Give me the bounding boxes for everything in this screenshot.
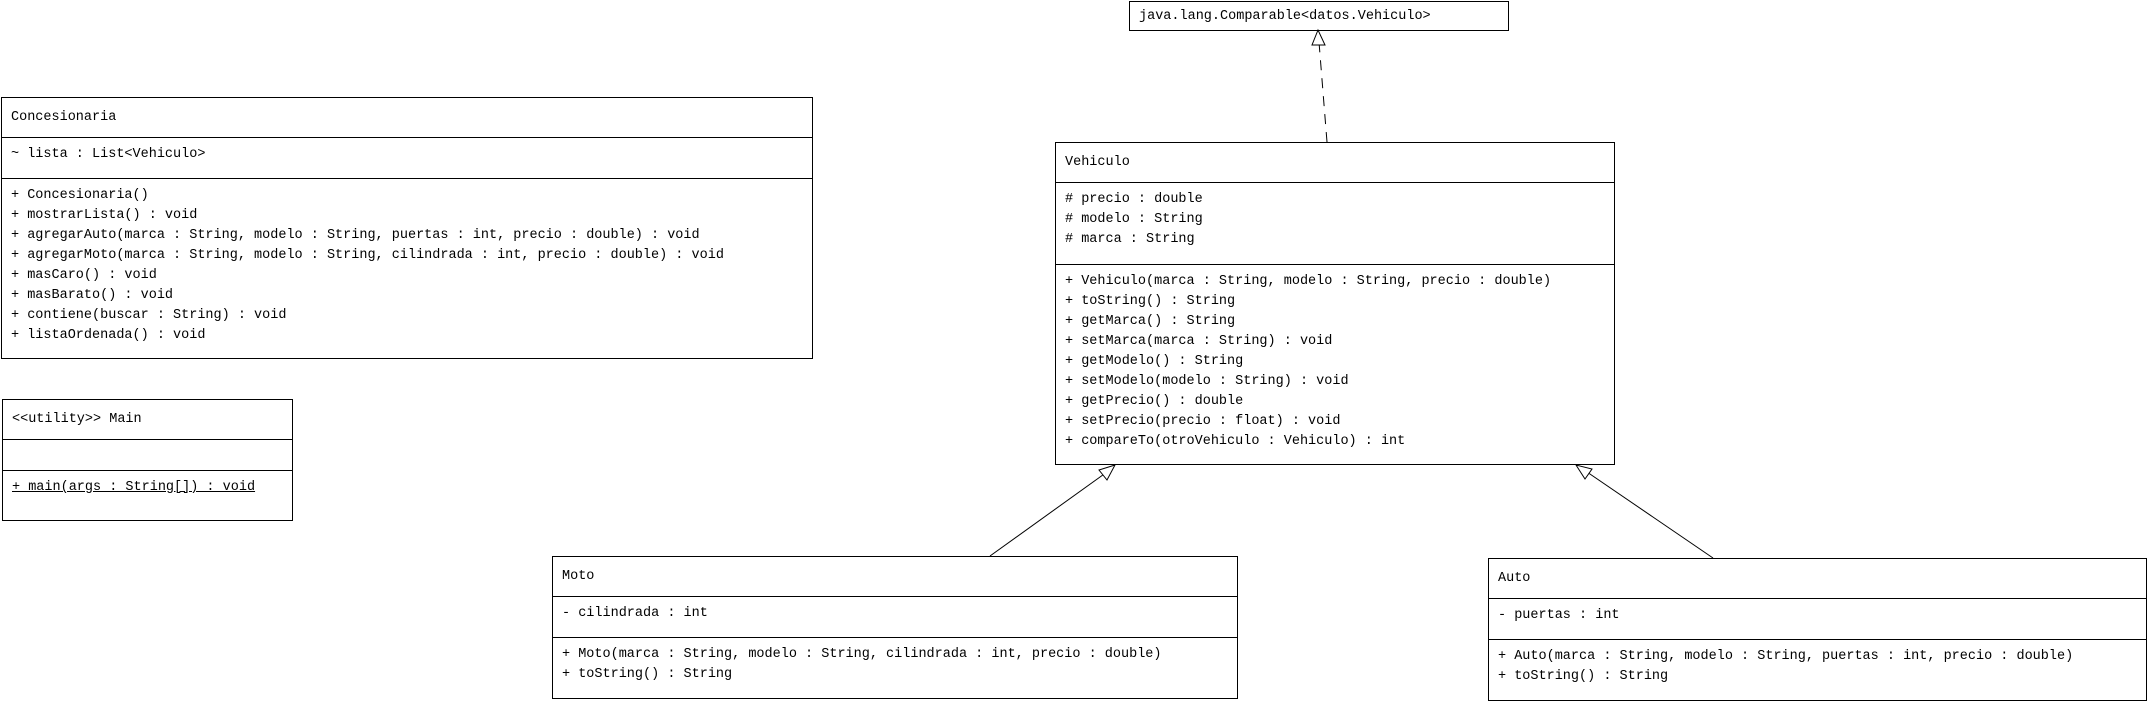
operation: + Vehiculo(marca : String, modelo : Stri… [1065, 274, 1552, 289]
class-moto[interactable]: Moto - cilindrada : int + Moto(marca : S… [552, 556, 1238, 699]
operations-section: + Vehiculo(marca : String, modelo : Stri… [1056, 265, 1614, 464]
operations-section: + Auto(marca : String, modelo : String, … [1489, 640, 2146, 700]
operation: + getPrecio() : double [1065, 394, 1244, 409]
attributes-section: - cilindrada : int [553, 597, 1237, 638]
operation: + masCaro() : void [11, 268, 157, 283]
class-name-section: Concesionaria [2, 98, 812, 138]
attributes-section: - puertas : int [1489, 599, 2146, 640]
class-name-section: Vehiculo [1056, 143, 1614, 183]
attribute: - puertas : int [1498, 608, 1620, 623]
attribute: - cilindrada : int [562, 606, 708, 621]
class-name-section: <<utility>> Main [3, 400, 292, 440]
attributes-section: ~ lista : List<Vehiculo> [2, 138, 812, 179]
operation: + Auto(marca : String, modelo : String, … [1498, 649, 2074, 664]
class-main[interactable]: <<utility>> Main + main(args : String[])… [2, 399, 293, 521]
operation: + Concesionaria() [11, 188, 149, 203]
static-operation: + main(args : String[]) : void [12, 480, 256, 495]
generalization-arrowhead-moto [1098, 464, 1117, 481]
operations-section: + main(args : String[]) : void [3, 471, 292, 520]
class-name-section: Auto [1489, 559, 2146, 599]
operation: + toString() : String [562, 667, 733, 682]
operation: + mostrarLista() : void [11, 208, 198, 223]
operation: + setModelo(modelo : String) : void [1065, 374, 1349, 389]
realization-arrowhead [1311, 28, 1326, 46]
attributes-section [3, 440, 292, 471]
operations-section: + Concesionaria() + mostrarLista() : voi… [2, 179, 812, 358]
attribute: # modelo : String [1065, 212, 1203, 227]
operation: + listaOrdenada() : void [11, 328, 206, 343]
operation: + setMarca(marca : String) : void [1065, 334, 1333, 349]
operation: + compareTo(otroVehiculo : Vehiculo) : i… [1065, 434, 1406, 449]
attributes-section: # precio : double # modelo : String # ma… [1056, 183, 1614, 265]
attribute: ~ lista : List<Vehiculo> [11, 147, 206, 162]
operation: + getModelo() : String [1065, 354, 1244, 369]
operation: + agregarAuto(marca : String, modelo : S… [11, 228, 700, 243]
interface-comparable[interactable]: java.lang.Comparable<datos.Vehiculo> [1129, 1, 1509, 31]
operation: + setPrecio(precio : float) : void [1065, 414, 1341, 429]
operation: + Moto(marca : String, modelo : String, … [562, 647, 1162, 662]
class-name: Auto [1498, 571, 1531, 586]
class-name-section: Moto [553, 557, 1237, 597]
operations-section: + Moto(marca : String, modelo : String, … [553, 638, 1237, 698]
class-name: Moto [562, 569, 595, 584]
operation: + toString() : String [1498, 669, 1669, 684]
operation: + getMarca() : String [1065, 314, 1236, 329]
operation: + agregarMoto(marca : String, modelo : S… [11, 248, 724, 263]
generalization-line-auto-vehiculo [1586, 471, 1714, 559]
operation: + masBarato() : void [11, 288, 174, 303]
class-concesionaria[interactable]: Concesionaria ~ lista : List<Vehiculo> +… [1, 97, 813, 359]
attribute: # precio : double [1065, 192, 1203, 207]
class-name: Vehiculo [1065, 155, 1130, 170]
realization-line-vehiculo-comparable [1318, 41, 1328, 143]
operation: + contiene(buscar : String) : void [11, 308, 287, 323]
class-vehiculo[interactable]: Vehiculo # precio : double # modelo : St… [1055, 142, 1615, 465]
attribute: # marca : String [1065, 232, 1195, 247]
class-name: <<utility>> Main [12, 412, 142, 427]
generalization-line-moto-vehiculo [989, 471, 1108, 557]
class-auto[interactable]: Auto - puertas : int + Auto(marca : Stri… [1488, 558, 2147, 701]
class-name: Concesionaria [11, 110, 117, 125]
generalization-arrowhead-auto [1574, 464, 1593, 480]
operation: + toString() : String [1065, 294, 1236, 309]
